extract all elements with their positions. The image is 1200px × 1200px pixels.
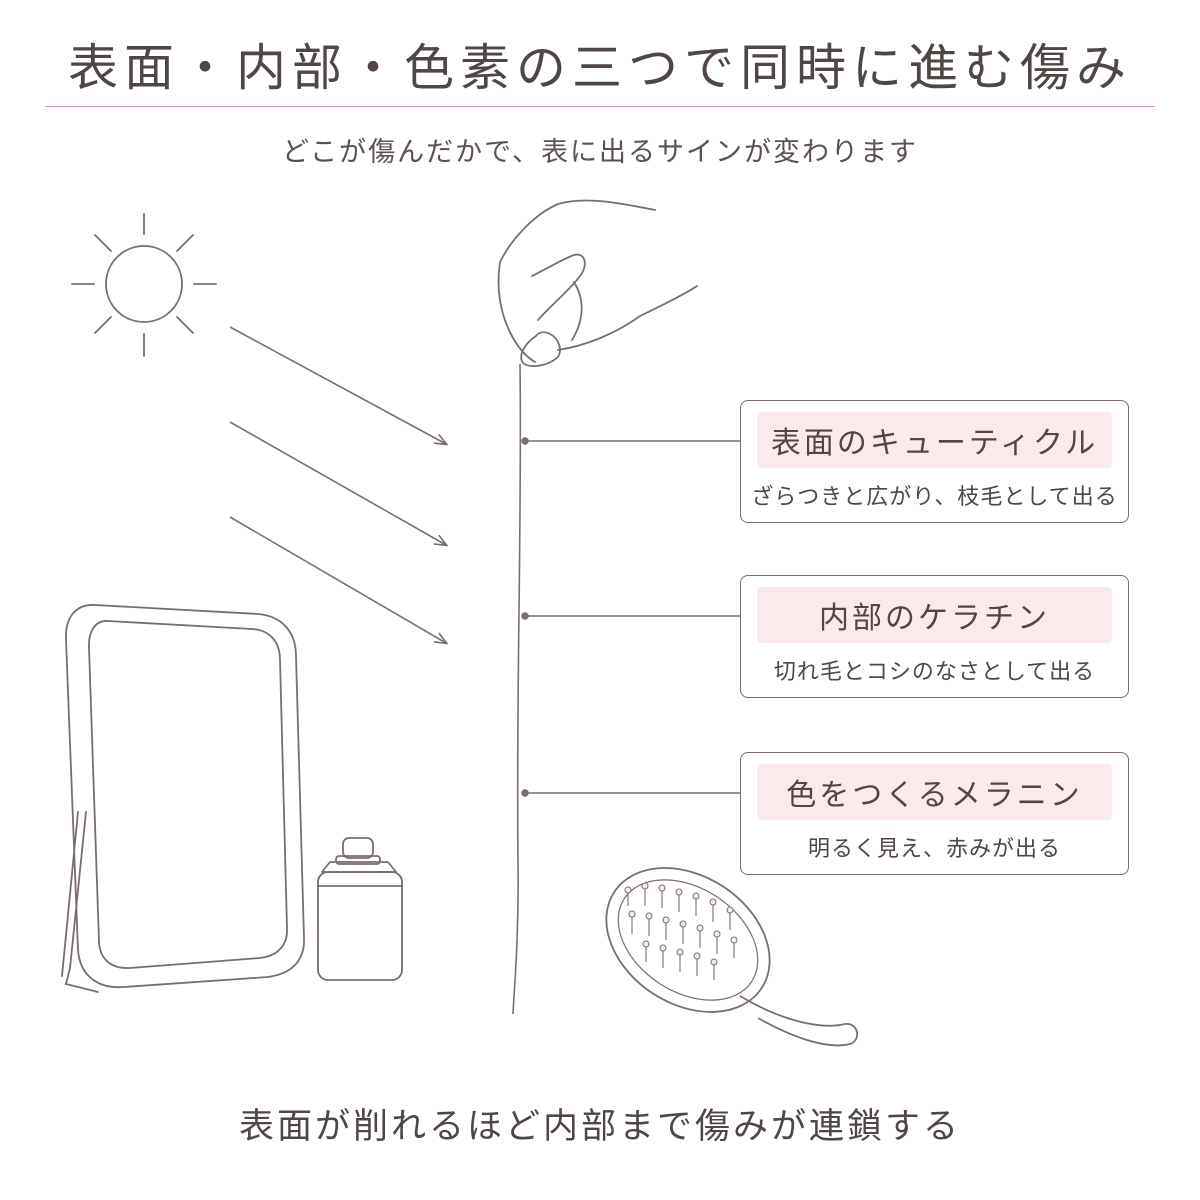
uv-arrow [229,326,446,444]
footer-caption: 表面が削れるほど内部まで傷みが連鎖する [238,1107,961,1147]
brush-bristles [627,888,735,980]
callout-cuticle: 表面のキューティクル ざらつきと広がり、枝毛として出る [740,400,1129,523]
callout-description: ざらつきと広がり、枝毛として出る [751,485,1118,510]
brush-bristle-tips [624,882,738,966]
page-title: 表面・内部・色素の三つで同時に進む傷み [68,39,1132,97]
callout-heading: 内部のケラチン [757,587,1112,643]
jar-illustration [317,837,403,981]
mirror-illustration [61,604,305,993]
callout-heading: 色をつくるメラニン [757,764,1112,820]
leader-lines [521,437,740,797]
sun-icon [71,213,217,357]
callout-description: 明るく見え、赤みが出る [807,837,1061,862]
callout-keratin: 内部のケラチン 切れ毛とコシのなさとして出る [740,575,1129,698]
hairbrush-illustration [605,867,859,1047]
hand-illustration [497,199,698,368]
callout-heading: 表面のキューティクル [757,412,1112,468]
callout-melanin: 色をつくるメラニン 明るく見え、赤みが出る [740,752,1129,875]
title-divider [45,106,1155,107]
callout-description: 切れ毛とコシのなさとして出る [773,660,1096,685]
hair-strand [512,363,522,1015]
page-subtitle: どこが傷んだかで、表に出るサインが変わります [281,137,919,168]
uv-arrow [229,421,446,545]
uv-arrow [229,516,446,643]
uv-arrows [229,326,446,643]
